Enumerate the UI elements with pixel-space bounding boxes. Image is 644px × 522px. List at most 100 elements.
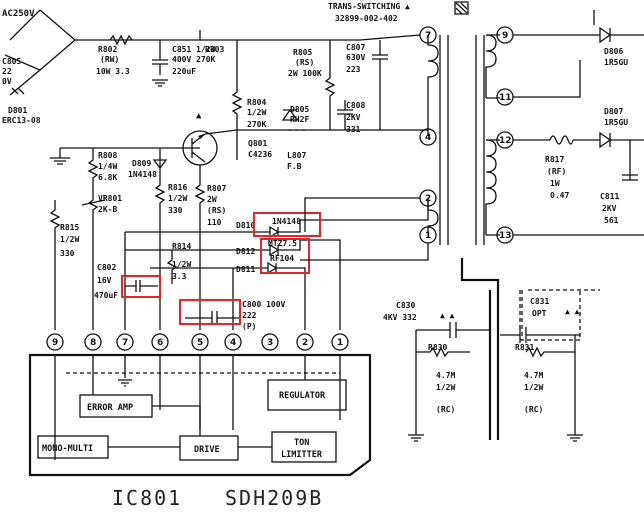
transformer-switching: TRANS-SWITCHING 32899-002-402 ▲	[328, 1, 500, 245]
resistor-r802: R802 (RW) 10W 3.3	[96, 34, 133, 76]
d812-label: D812	[236, 247, 255, 256]
capacitor-c851: C851 1/2W 400V 270K 220uF	[152, 40, 216, 87]
regulator-block	[267, 379, 347, 411]
resistor-r808: R808 1/4W 6.8K	[87, 148, 117, 195]
secondary-d807: D807 1R5GU R817 (RF) 1W 0.47	[513, 107, 644, 200]
tpin-13: 13	[499, 231, 512, 241]
r814-rating: 1/2W	[172, 260, 191, 269]
r817-rating: 1W	[550, 179, 560, 188]
c830-value: 4KV 332	[383, 313, 417, 322]
diode-d805: D805 RH2F	[281, 105, 309, 124]
d811-label: D811	[236, 265, 255, 274]
error-amp-label: ERROR AMP	[87, 403, 133, 413]
c831-value: OPT	[532, 309, 547, 318]
ac-voltage-label: AC250V	[2, 9, 35, 19]
q801-label: Q801	[248, 139, 267, 148]
c851-voltage: 400V 270K	[172, 55, 216, 64]
resistor-r807: R807 2W (RS) 110	[194, 165, 226, 232]
r817-value: 0.47	[550, 191, 569, 200]
variable-resistor-vr801: VR801 2K-B	[81, 194, 122, 230]
transformer-title: TRANS-SWITCHING	[328, 2, 400, 11]
tpin-2: 2	[425, 194, 431, 204]
d807-label: D807	[604, 107, 623, 116]
c811-value: 561	[604, 216, 619, 225]
drive-label: DRIVE	[194, 445, 220, 455]
r815-value: 330	[60, 249, 75, 258]
capacitor-c807: C807 630V 223	[346, 40, 388, 130]
secondary-d806: D806 1R5GU	[513, 10, 644, 67]
c807-voltage: 630V	[346, 53, 365, 62]
ac-input-section: AC250V C805 22 0V D801 ERC13-08	[2, 9, 360, 125]
r802-type: (RW)	[100, 55, 119, 64]
highlight-d810	[253, 212, 321, 237]
ground-bottom-right	[567, 352, 583, 442]
transistor-arrow-icon: ▲	[196, 111, 202, 121]
resistor-r815: R815 1/2W 330	[49, 200, 79, 330]
resistor-r831: R831 4.7M 1/2W (RC)	[515, 335, 576, 414]
r831-rating: 1/2W	[524, 383, 543, 392]
transformer-part: 32899-002-402	[335, 14, 398, 23]
resistor-r805: R805 (RS) 2W 100K	[288, 40, 336, 130]
c802-voltage: 16V	[97, 276, 112, 285]
vr801-value: 2K-B	[98, 205, 117, 214]
secondary-rail-11	[513, 60, 581, 98]
drive-block	[179, 435, 239, 461]
resistor-r816: R816 1/2W 330	[154, 175, 187, 230]
r808-value: 6.8K	[98, 173, 117, 182]
r815-rating: 1/2W	[60, 235, 79, 244]
c811-voltage: 2KV	[602, 204, 617, 213]
c800-value: 222	[242, 311, 257, 320]
r816-rating: 1/2W	[168, 194, 187, 203]
ic-pin-5: 5	[197, 338, 203, 348]
c802-label: C802	[97, 263, 116, 272]
c808-label: C808	[346, 101, 365, 110]
r817-fuse-icon	[549, 135, 574, 145]
d807-part: 1R5GU	[604, 118, 628, 127]
r802-value: 10W 3.3	[96, 67, 130, 76]
c808-voltage: 2KV	[346, 113, 361, 122]
d812-part: MTZ7.5	[268, 239, 297, 248]
c851-label: C851 1/2W	[172, 45, 216, 54]
diode-d801-icon	[11, 87, 25, 95]
r814-value: 3.3	[172, 272, 187, 281]
r807-type: (RS)	[207, 206, 226, 215]
r802-label: R802	[98, 45, 117, 54]
limitter-label: LIMITTER	[281, 450, 323, 460]
resistor-r804: R804 1/2W 270K	[231, 40, 266, 160]
r807-value: 110	[207, 218, 222, 227]
r814-label: R814	[172, 242, 191, 251]
r804-rating: 1/2W	[247, 108, 266, 117]
phase-dot-icon: ▲	[405, 2, 410, 11]
ic-part-number: SDH209B	[225, 486, 323, 510]
ic-pin-1: 1	[337, 338, 343, 348]
diode-d810: D810 1N4148	[236, 198, 429, 239]
l807-value: F.B	[287, 162, 302, 171]
d809-part: 1N4148	[128, 170, 157, 179]
c800-type: (P)	[242, 322, 256, 331]
rail-to-pin4	[237, 129, 429, 136]
rail-pin2	[304, 197, 420, 232]
highlight-d812-d811	[260, 238, 310, 274]
r830-label: R830	[428, 343, 447, 352]
tpin-9: 9	[502, 31, 508, 41]
r817-type: (RF)	[547, 167, 566, 176]
polarity-icon: ▲ ▲	[440, 311, 455, 320]
r831-type: (RC)	[524, 405, 543, 414]
r830-rating: 1/2W	[436, 383, 455, 392]
c805-value: 22	[2, 67, 12, 76]
r831-value: 4.7M	[524, 371, 543, 380]
r807-label: R807	[207, 184, 226, 193]
d805-part: RH2F	[290, 115, 309, 124]
ic-pin-3: 3	[267, 338, 273, 348]
d801-part: ERC13-08	[2, 116, 41, 125]
regulator-label: REGULATOR	[279, 391, 326, 401]
r815-label: R815	[60, 223, 79, 232]
tpin-11: 11	[499, 93, 512, 103]
rail-pin1	[300, 243, 429, 261]
vr801-label: VR801	[98, 194, 122, 203]
c805-voltage: 0V	[2, 77, 12, 86]
resistor-r830: R830 4.7M 1/2W (RC)	[415, 330, 470, 414]
chassis-hatch	[460, 258, 600, 440]
c805-label: C805	[2, 57, 21, 66]
